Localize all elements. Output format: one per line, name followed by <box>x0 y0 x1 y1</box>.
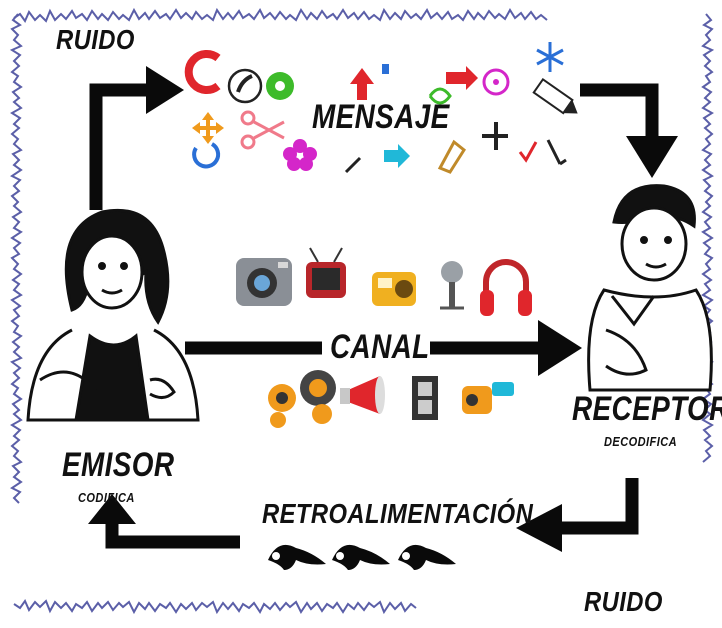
thought-swirl-icon <box>332 544 390 570</box>
receiver-label: RECEPTOR <box>572 390 722 428</box>
arrowhead-to-mensaje <box>146 66 184 114</box>
channel-devices <box>236 247 532 428</box>
television-icon <box>306 247 346 298</box>
feedback-symbols <box>268 544 456 570</box>
arrowheads <box>88 66 678 552</box>
noise-border-left <box>9 13 23 504</box>
flower-gear-icon <box>266 72 294 100</box>
noise-border-bottom <box>13 598 417 615</box>
megaphone-icon <box>340 376 385 414</box>
noise-label-bottom: RUIDO <box>584 586 663 617</box>
scissors-icon <box>240 110 285 150</box>
arrow-mensaje-to-receptor <box>580 83 659 140</box>
compass-icon <box>546 139 567 166</box>
arrow-emisor-to-mensaje <box>89 83 150 210</box>
message-symbols <box>184 42 578 174</box>
refresh-icon <box>192 142 221 169</box>
receptor-face <box>620 206 688 282</box>
camera-icon <box>236 258 292 306</box>
receptor-arms <box>605 328 648 376</box>
speakers-icon <box>268 370 336 428</box>
radio-icon <box>372 272 416 306</box>
receptor-figure <box>587 184 713 392</box>
emisor-arm <box>39 370 98 391</box>
right-arrow-icon <box>446 66 478 90</box>
film-strip-icon <box>412 376 438 420</box>
noise-border-top <box>13 7 548 24</box>
letter-c-icon <box>184 50 221 94</box>
hand-writing-icon <box>437 139 466 174</box>
emisor-figure <box>26 208 200 422</box>
radiation-icon <box>482 68 510 96</box>
arrowhead-to-emisor <box>88 494 136 524</box>
arrows <box>89 83 659 549</box>
cyan-arrow-icon <box>384 144 410 168</box>
up-arrow-icon <box>350 68 374 100</box>
noise-label-top: RUIDO <box>56 24 135 55</box>
thought-swirl-icon <box>398 544 456 570</box>
receiver-sublabel: DECODIFICA <box>604 434 678 449</box>
arrow-receptor-feedback <box>560 478 639 535</box>
emisor-hand <box>149 377 176 399</box>
message-label: MENSAJE <box>312 98 450 136</box>
pencil-icon <box>532 77 578 115</box>
snowflake-icon <box>536 42 564 72</box>
checkmark-icon <box>518 141 538 163</box>
sender-sublabel: CODIFICA <box>78 490 135 505</box>
emisor-face <box>80 234 144 310</box>
microphone-icon <box>440 261 464 310</box>
curl-icon <box>428 87 452 105</box>
sender-label: EMISOR <box>62 446 175 484</box>
emisor-vest <box>74 333 150 422</box>
arrowhead-feedback <box>516 504 562 552</box>
arrowhead-canal <box>538 320 582 376</box>
dropper-icon <box>344 156 362 174</box>
video-camera-icon <box>462 382 514 414</box>
blue-square-icon <box>382 64 389 74</box>
arrowhead-to-receptor <box>626 136 678 178</box>
phone-icon <box>227 68 263 104</box>
channel-label: CANAL <box>330 328 430 366</box>
arrow-retro-to-emisor <box>105 520 240 549</box>
feedback-label: RETROALIMENTACIÓN <box>262 498 534 529</box>
flower-icon <box>283 139 317 171</box>
receptor-body <box>587 288 713 392</box>
thought-swirl-icon <box>268 544 326 570</box>
move-cross-icon <box>192 112 224 144</box>
headphones-icon <box>480 259 532 316</box>
airplane-icon <box>482 122 508 150</box>
